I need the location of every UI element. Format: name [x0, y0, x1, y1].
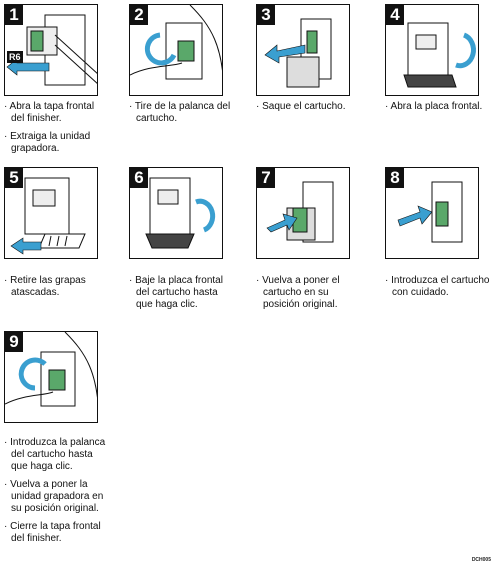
- pull-arrow-icon: [264, 44, 306, 64]
- caption-line: · Abra la tapa frontal del finisher.: [4, 101, 95, 124]
- step-9-number: 9: [5, 332, 23, 352]
- step-1-illustration: 1 R6: [4, 4, 98, 96]
- cartridge-out-illustration: [264, 18, 332, 88]
- caption-line: · Extraiga la unidad grapadora.: [4, 131, 91, 154]
- step-6-illustration: 6: [129, 167, 223, 259]
- step-9-caption: · Introduzca la palanca del cartucho has…: [4, 437, 110, 551]
- rotate-arrow-icon: [144, 32, 177, 66]
- step-3-caption: · Saque el cartucho.: [256, 101, 362, 119]
- caption-line: · Introduzca el cartucho con cuidado.: [385, 275, 490, 298]
- step-6-caption: · Baje la placa frontal del cartucho has…: [129, 275, 235, 317]
- rotate-arrow-icon: [195, 198, 216, 233]
- caption-line: · Vuelva a poner la unidad grapadora en …: [4, 479, 104, 514]
- push-lever-illustration: [5, 332, 97, 407]
- step-5-illustration: 5: [4, 167, 98, 259]
- step-1-number: 1: [5, 5, 23, 25]
- step-2-illustration: 2: [129, 4, 223, 96]
- step-5-number: 5: [5, 168, 23, 188]
- rotate-arrow-icon: [455, 32, 476, 69]
- caption-line: · Retire las grapas atascadas.: [4, 275, 86, 298]
- step-3-number: 3: [257, 5, 275, 25]
- step-9-illustration: 9: [4, 331, 98, 423]
- pull-arrow-icon: [10, 237, 42, 255]
- step-7-number: 7: [257, 168, 275, 188]
- insert-cartridge-illustration: [397, 181, 463, 243]
- step-7-caption: · Vuelva a poner el cartucho en su posic…: [256, 275, 362, 317]
- push-arrow-icon: [266, 213, 298, 233]
- step-6-number: 6: [130, 168, 148, 188]
- reinsert-cartridge-illustration: [266, 181, 334, 243]
- caption-line: · Abra la placa frontal.: [385, 101, 483, 112]
- push-arrow-icon: [397, 205, 433, 227]
- caption-line: · Cierre la tapa frontal del finisher.: [4, 521, 101, 544]
- step-3-illustration: 3: [256, 4, 350, 96]
- caption-line: · Tire de la palanca del cartucho.: [129, 101, 231, 124]
- lever-pull-illustration: [130, 5, 222, 80]
- rotate-arrow-icon: [18, 357, 47, 391]
- caption-line: · Introduzca la palanca del cartucho has…: [4, 437, 106, 472]
- finisher-open-illustration: [6, 14, 97, 86]
- caption-line: · Vuelva a poner el cartucho en su posic…: [256, 275, 340, 310]
- step-2-caption: · Tire de la palanca del cartucho.: [129, 101, 235, 131]
- caption-line: · Baje la placa frontal del cartucho has…: [129, 275, 223, 310]
- caption-line: · Saque el cartucho.: [256, 101, 346, 112]
- step-5-caption: · Retire las grapas atascadas.: [4, 275, 110, 305]
- step-8-illustration: 8: [385, 167, 479, 259]
- step-4-caption: · Abra la placa frontal.: [385, 101, 491, 119]
- lower-plate-illustration: [145, 177, 216, 249]
- step-2-number: 2: [130, 5, 148, 25]
- step-8-caption: · Introduzca el cartucho con cuidado.: [385, 275, 491, 305]
- step-7-illustration: 7: [256, 167, 350, 259]
- step-1-caption: · Abra la tapa frontal del finisher. · E…: [4, 101, 110, 161]
- step-4-illustration: 4: [385, 4, 479, 96]
- step-4-number: 4: [386, 5, 404, 25]
- step-1-tag: R6: [7, 51, 23, 63]
- figure-code: DCH005: [471, 557, 491, 563]
- front-plate-open-illustration: [403, 22, 476, 88]
- step-8-number: 8: [386, 168, 404, 188]
- remove-staples-illustration: [10, 177, 86, 255]
